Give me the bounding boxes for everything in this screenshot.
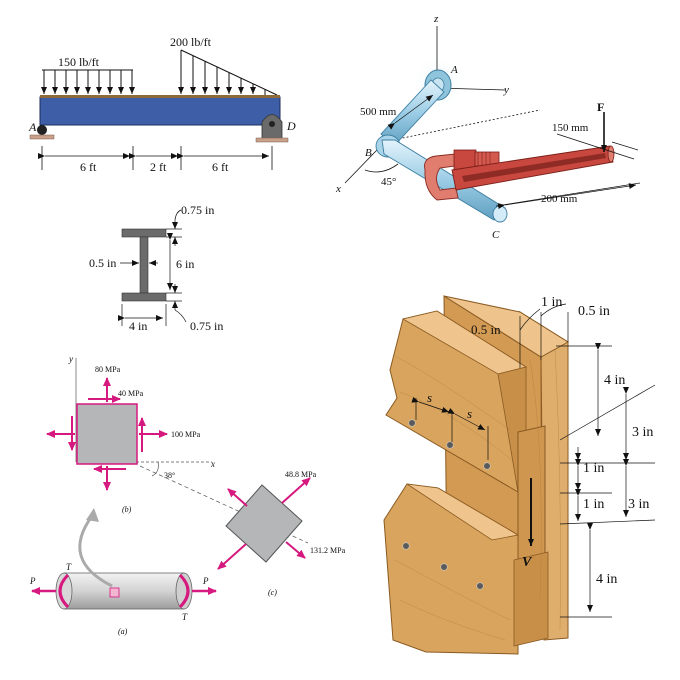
point-c-label: C [492,229,500,241]
beam-top-edge [40,95,280,98]
load-right-label: 200 lb/ft [170,35,212,49]
force-f-label: F [597,100,604,114]
point-a-label: A [450,64,458,76]
dim-4in-bottom-label: 4 in [596,572,617,587]
load-p-left-label: P [29,576,36,586]
dim-1in-low-label: 1 in [583,497,604,512]
stress-element-c [217,477,311,570]
ibeam-section: 0.75 in 0.5 in 6 in 4 in 0.75 in [89,203,223,333]
axis-x-label: x [335,183,341,195]
beam-dimension-lines [38,146,273,170]
flange-width-label: 4 in [129,319,147,333]
stress-axis-x-label: x [210,459,215,469]
sigma-1-label: 48.8 MPa [285,470,317,479]
sigma-x-label: 100 MPa [171,430,201,439]
beam-body [39,96,281,126]
tau-label: 40 MPa [118,389,144,398]
span-3-label: 6 ft [212,160,229,174]
torque-bottom-label: T [182,612,188,622]
roller-support-d [255,114,289,143]
right-dimension-lines [556,343,656,618]
pipe-wrench [424,145,615,201]
wood-beam-diagram: s s V 0.5 in 1 in 0.5 in [383,295,656,655]
uniform-load-arrows [41,69,135,94]
dim-3in-low-label: 3 in [628,497,649,512]
label-c: (c) [268,588,277,597]
triangular-load-arrows [178,49,278,96]
board-05in-top-label: 0.5 in [471,322,501,337]
board-1in-label: 1 in [541,295,562,310]
support-a-label: A [28,120,37,134]
stress-arrows-b [46,377,168,491]
dim-1in-mid-label: 1 in [583,461,604,476]
pipe-wrench-diagram: z y x 45° F [335,13,641,241]
axis-y-label: y [503,84,509,96]
nail-holes [402,419,491,590]
dim-3in-top-label: 3 in [632,425,653,440]
span-1-label: 6 ft [80,160,97,174]
spacing-dimension-lines [411,396,489,460]
pin-support-a [29,125,55,140]
stress-axis-y-label: y [68,354,73,364]
wood-grain [394,349,561,641]
support-d-label: D [286,119,296,133]
flange-thickness-bottom-label: 0.75 in [190,319,223,333]
dim-4in-top-label: 4 in [604,373,625,388]
wrench-dimension-lines [387,94,641,210]
ibeam-web [139,236,149,294]
flange-thickness-top-label: 0.75 in [181,203,214,217]
shear-v-label: V [522,555,533,570]
torque-top-label: T [66,562,72,572]
stress-element-diagram: y x 80 MPa 40 MPa 100 MPa 38° (b) [29,354,346,636]
angle-38-label: 38° [164,471,175,480]
load-p-right-label: P [202,576,209,586]
point-b-label: B [365,147,372,159]
span-2-label: 2 ft [150,160,167,174]
angle-arc [364,163,399,173]
angle-45-label: 45° [381,176,396,188]
ibeam-bottom-flange [121,292,167,302]
spacing-2-label: s [467,406,472,421]
web-height-label: 6 in [176,257,194,271]
stress-element-b [76,403,138,465]
label-a: (a) [118,627,128,636]
dim-200mm-label: 200 mm [541,193,578,205]
ibeam-dimension-lines [118,209,187,326]
dim-500mm-label: 500 mm [360,106,397,118]
top-thickness-lines [519,303,569,368]
dim-150mm-label: 150 mm [552,122,589,134]
sigma-y-label: 80 MPa [95,365,121,374]
label-b: (b) [122,505,132,514]
pipe-end-c [492,205,508,223]
shaft-a [31,508,217,610]
load-left-label: 150 lb/ft [58,55,100,69]
spacing-1-label: s [427,390,432,405]
sigma-2-label: 131.2 MPa [310,546,346,555]
angle-38-arc [151,461,159,477]
web-thickness-label: 0.5 in [89,256,116,270]
beam-diagram: 150 lb/ft 200 lb/ft A D 6 ft 2 ft [28,35,296,174]
axis-z-label: z [433,13,439,25]
ibeam-top-flange [121,228,167,238]
board-05in-side-label: 0.5 in [578,304,610,319]
